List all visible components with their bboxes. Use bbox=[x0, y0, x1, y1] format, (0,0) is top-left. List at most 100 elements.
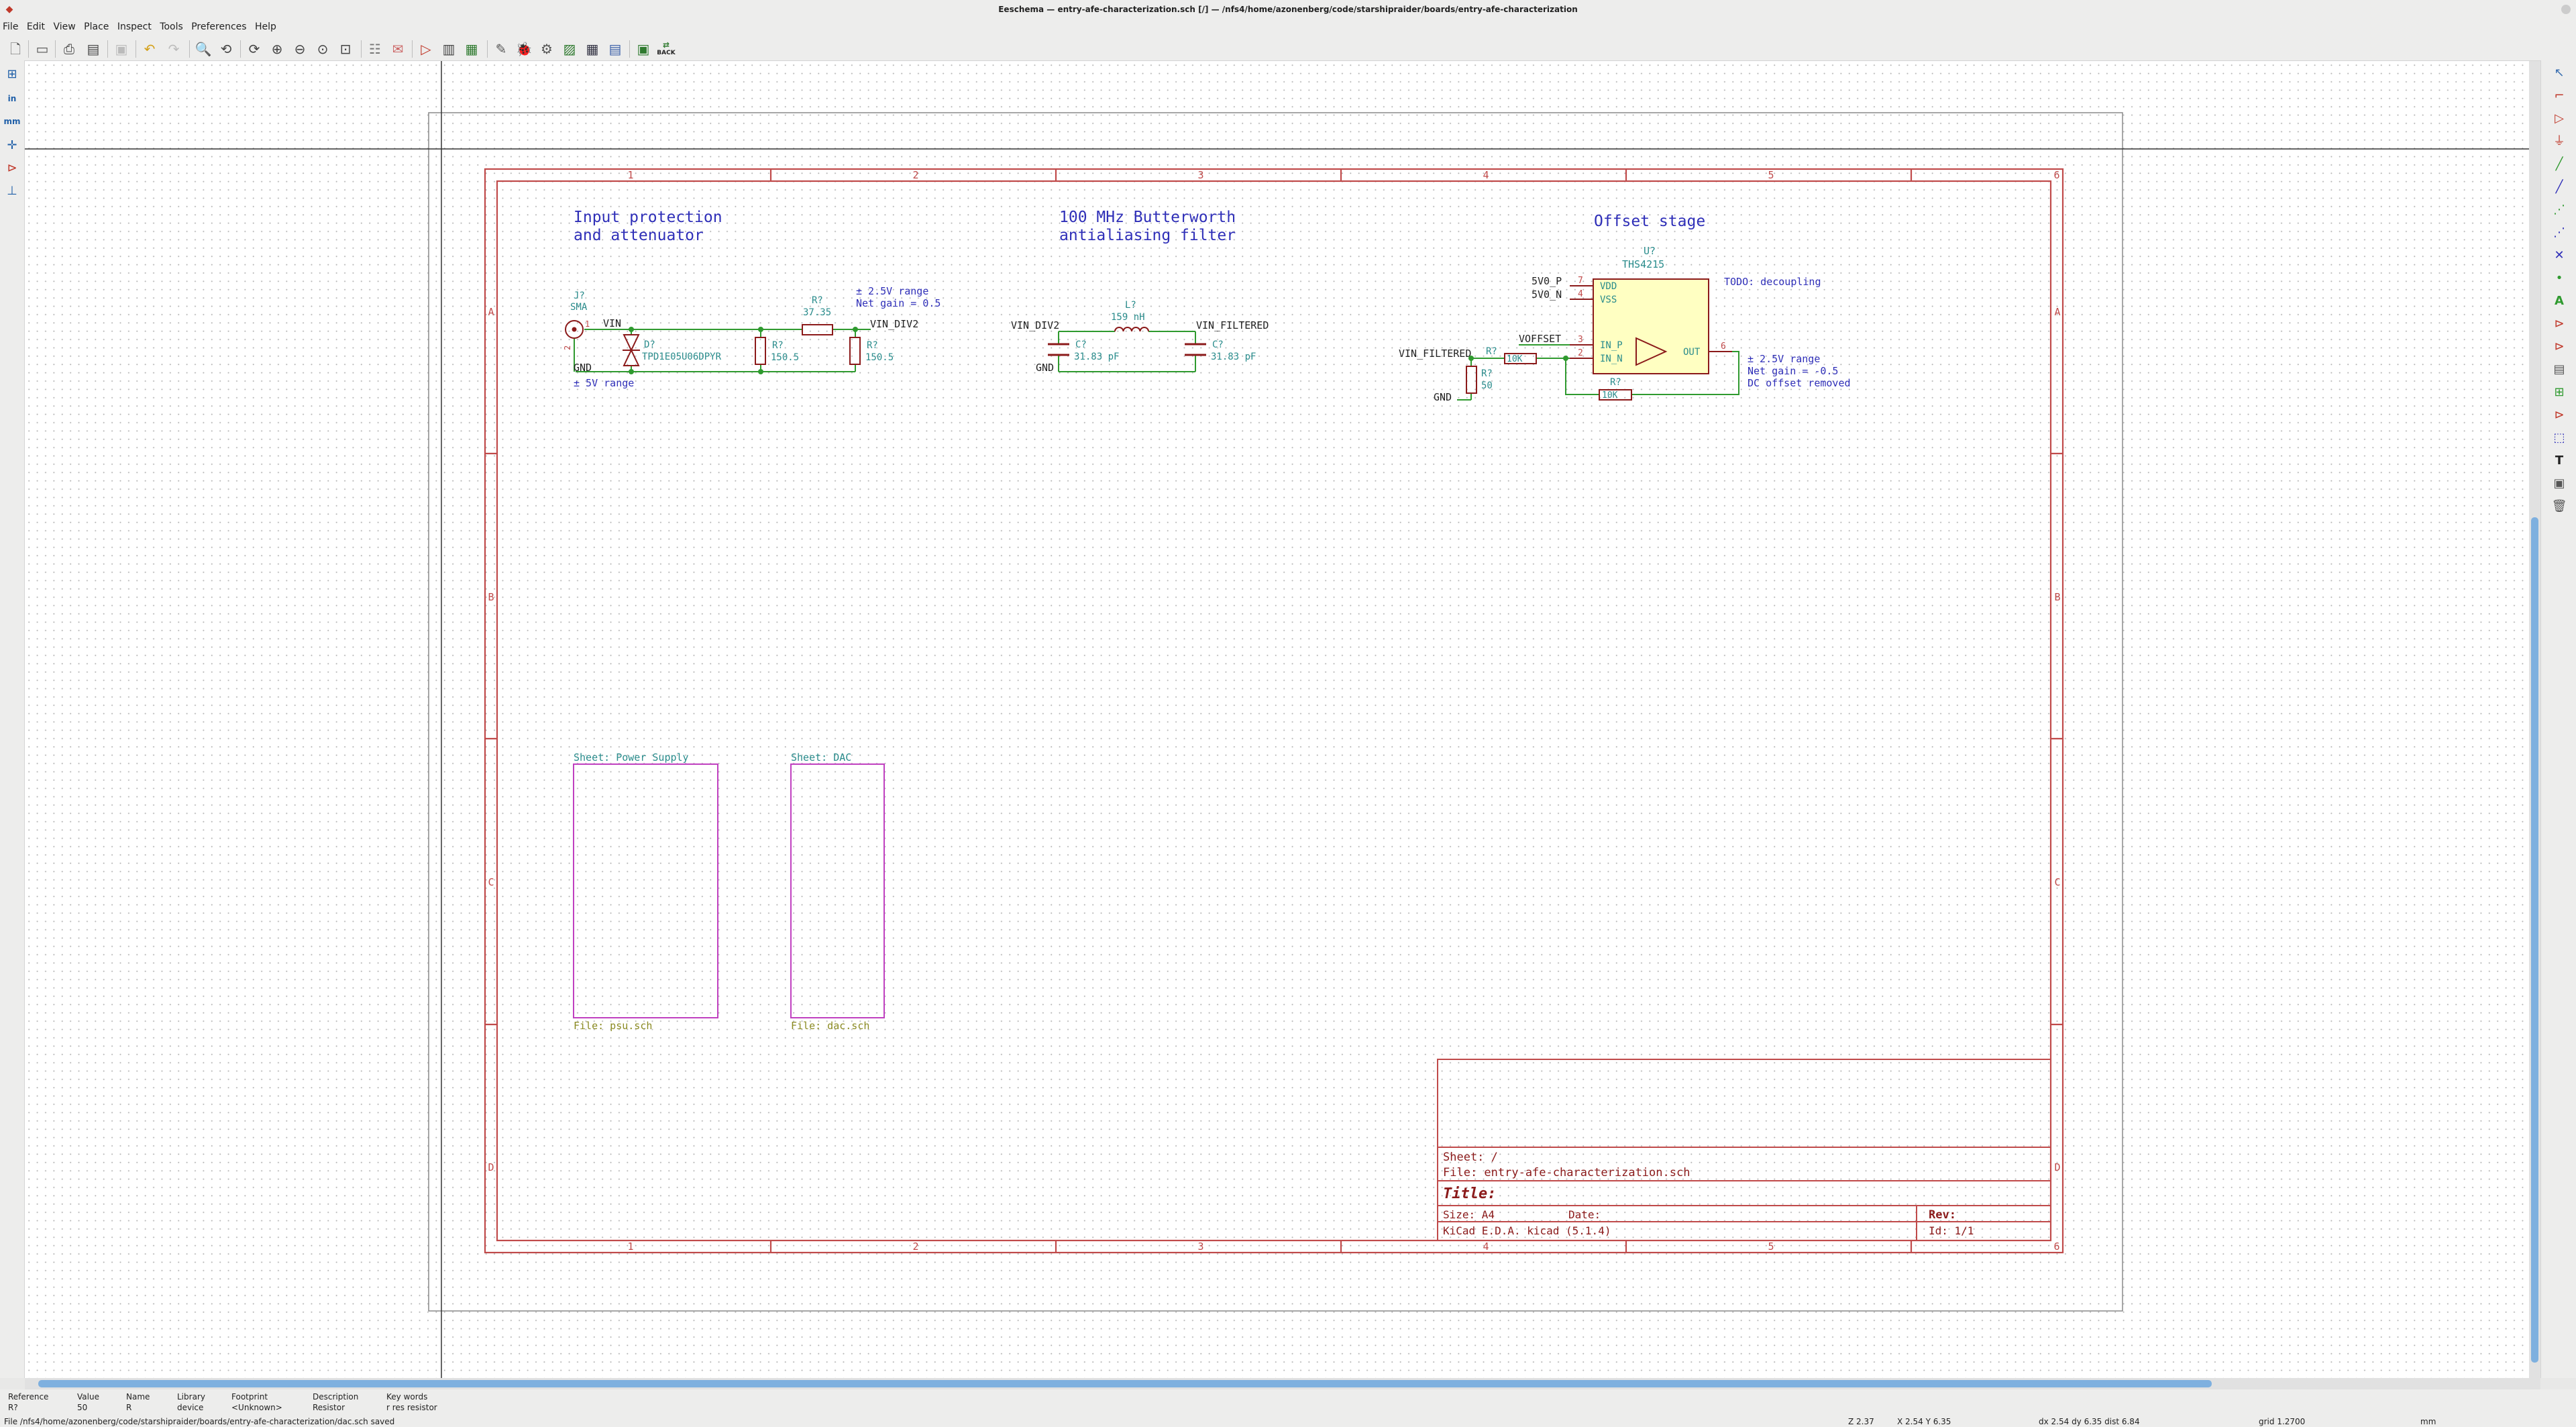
zoom-selection-icon[interactable]: ⊡ bbox=[339, 41, 352, 57]
sheet-dac[interactable]: Sheet: DAC File: dac.sch bbox=[790, 751, 885, 1032]
add-symbol-icon[interactable]: ▷ bbox=[2555, 111, 2564, 125]
net-label-voffset: VOFFSET bbox=[1519, 333, 1561, 345]
undo-icon[interactable]: ↶ bbox=[144, 41, 156, 57]
shunt-resistor-1-symbol[interactable] bbox=[755, 337, 766, 365]
filter-title-line1: 100 MHz Butterworth bbox=[1059, 209, 1236, 226]
delete-tool-icon[interactable]: 🗑 bbox=[2551, 499, 2567, 513]
r-in-ref: R? bbox=[1486, 346, 1497, 357]
cursor-shape-icon[interactable]: ✛ bbox=[7, 138, 17, 152]
sheet-dac-box[interactable] bbox=[790, 763, 885, 1018]
title-block-title: Title: bbox=[1443, 1185, 1496, 1202]
add-sheet-icon[interactable]: ▤ bbox=[2553, 362, 2565, 376]
add-sheet-pin-icon[interactable]: ⊳ bbox=[2554, 408, 2565, 422]
schematic-canvas[interactable]: 1 2 3 4 5 6 1 2 3 4 5 6 A B C D A B C D … bbox=[25, 61, 2529, 1378]
shunt-resistor-2-symbol[interactable] bbox=[849, 337, 861, 365]
page-settings-icon[interactable]: ▭ bbox=[36, 41, 49, 57]
wire-to-bus-entry-icon[interactable]: ⋰ bbox=[2553, 203, 2565, 217]
grid-toggle-icon[interactable]: ⊞ bbox=[7, 67, 17, 81]
refresh-icon[interactable]: ⟳ bbox=[248, 41, 260, 57]
sma-connector-symbol[interactable] bbox=[565, 320, 584, 339]
leave-sheet-icon[interactable]: ✉ bbox=[392, 41, 404, 57]
back-annotate-button[interactable]: ⇄BACK bbox=[657, 40, 676, 56]
input-resistor-symbol[interactable] bbox=[1504, 353, 1537, 364]
hierarchy-navigator-icon[interactable]: ☷ bbox=[369, 41, 381, 57]
symbol-browser-icon[interactable]: ▥ bbox=[442, 41, 455, 57]
add-hier-label-icon[interactable]: ⊳ bbox=[2554, 339, 2565, 354]
edit-fields-icon[interactable]: ▤ bbox=[608, 41, 622, 57]
add-image-icon[interactable]: ▣ bbox=[2553, 476, 2565, 490]
bus-to-bus-entry-icon[interactable]: ⋰ bbox=[2553, 225, 2565, 240]
menu-tools[interactable]: Tools bbox=[160, 21, 183, 32]
sheet-power-supply[interactable]: Sheet: Power Supply File: psu.sch bbox=[573, 751, 718, 1032]
symbol-editor-icon[interactable]: ▷ bbox=[421, 41, 431, 57]
select-arrow-icon[interactable]: ↖ bbox=[2554, 66, 2565, 80]
window-title: Eeschema — entry-afe-characterization.sc… bbox=[998, 5, 1578, 14]
vertical-scrollbar[interactable] bbox=[2529, 61, 2540, 1378]
pin-num-vdd: 7 bbox=[1578, 276, 1583, 286]
r-shunt1-value: 150.5 bbox=[771, 352, 799, 363]
new-sheet-icon[interactable]: 🗋 bbox=[9, 41, 21, 57]
add-label-icon[interactable]: A bbox=[2555, 294, 2564, 308]
capacitor-2-symbol[interactable] bbox=[1185, 343, 1206, 356]
assign-footprints-icon[interactable]: ⚙ bbox=[541, 41, 553, 57]
termination-resistor-symbol[interactable] bbox=[1466, 366, 1477, 394]
series-resistor-symbol[interactable] bbox=[802, 324, 833, 335]
paste-icon[interactable]: ▣ bbox=[115, 41, 128, 57]
sheet-power-supply-box[interactable] bbox=[573, 763, 718, 1018]
redo-icon[interactable]: ↷ bbox=[168, 41, 180, 57]
window-titlebar: ◆ Eeschema — entry-afe-characterization.… bbox=[0, 0, 2576, 19]
col-label-bottom-6: 6 bbox=[2053, 1240, 2059, 1253]
highlight-net-icon[interactable]: ⌐ bbox=[2554, 89, 2565, 103]
menu-preferences[interactable]: Preferences bbox=[191, 21, 247, 32]
no-connect-icon[interactable]: ✕ bbox=[2554, 248, 2565, 262]
vertical-scroll-thumb[interactable] bbox=[2531, 517, 2538, 1363]
menu-place[interactable]: Place bbox=[84, 21, 109, 32]
zoom-out-icon[interactable]: ⊖ bbox=[294, 41, 306, 57]
find-icon[interactable]: 🔍 bbox=[195, 41, 212, 57]
netlist-icon[interactable]: ▨ bbox=[563, 41, 576, 57]
horizontal-scroll-thumb[interactable] bbox=[38, 1380, 2212, 1387]
row-label-right-b: B bbox=[2054, 591, 2060, 603]
inductor-symbol[interactable] bbox=[1114, 327, 1149, 332]
row-label-left-b: B bbox=[488, 591, 494, 603]
net-label-vin-div2-out: VIN_DIV2 bbox=[870, 318, 918, 330]
find-replace-icon[interactable]: ⟲ bbox=[220, 41, 232, 57]
back-annotate-icon: ⇄ bbox=[662, 40, 670, 50]
add-text-icon[interactable]: T bbox=[2555, 454, 2564, 468]
units-mm-icon[interactable]: mm bbox=[3, 117, 21, 126]
c1-value: 31.83 pF bbox=[1074, 352, 1119, 362]
menu-file[interactable]: File bbox=[3, 21, 19, 32]
menu-edit[interactable]: Edit bbox=[26, 21, 46, 32]
units-inch-icon[interactable]: in bbox=[7, 94, 17, 103]
import-sheet-pin-icon[interactable]: ⊞ bbox=[2554, 385, 2565, 399]
add-bus-icon[interactable]: ╱ bbox=[2555, 180, 2563, 194]
menu-view[interactable]: View bbox=[53, 21, 76, 32]
menu-help[interactable]: Help bbox=[255, 21, 276, 32]
horizontal-scrollbar[interactable] bbox=[25, 1378, 2540, 1389]
plot-icon[interactable]: ▤ bbox=[87, 41, 100, 57]
add-wire-icon[interactable]: ╱ bbox=[2555, 157, 2563, 171]
hidden-pins-icon[interactable]: ⊳ bbox=[7, 161, 17, 175]
add-global-label-icon[interactable]: ⊳ bbox=[2554, 317, 2565, 331]
menu-inspect[interactable]: Inspect bbox=[117, 21, 152, 32]
add-junction-icon[interactable]: • bbox=[2555, 271, 2563, 285]
feedback-resistor-symbol[interactable] bbox=[1599, 389, 1632, 401]
title-block-tool: KiCad E.D.A. kicad (5.1.4) bbox=[1443, 1224, 1611, 1237]
annotate-icon[interactable]: ✎ bbox=[495, 41, 507, 57]
offset-note-gain: Net gain = -0.5 bbox=[1748, 365, 1838, 377]
r-fb-ref: R? bbox=[1610, 377, 1621, 388]
tvs-diode-symbol[interactable] bbox=[623, 334, 640, 366]
bom-icon[interactable]: ▦ bbox=[586, 41, 599, 57]
wire-angle-icon[interactable]: ⊥ bbox=[7, 184, 17, 198]
offset-stage-block: Offset stage U? THS4215 TODO: decoupling… bbox=[1399, 213, 1851, 403]
capacitor-1-symbol[interactable] bbox=[1048, 343, 1069, 356]
window-close-icon[interactable] bbox=[2561, 5, 2571, 14]
add-power-icon[interactable]: ⏚ bbox=[2553, 134, 2565, 148]
print-icon[interactable]: ⎙ bbox=[64, 41, 74, 57]
zoom-fit-icon[interactable]: ⊙ bbox=[317, 41, 329, 57]
erc-icon[interactable]: 🐞 bbox=[515, 41, 533, 57]
zoom-in-icon[interactable]: ⊕ bbox=[271, 41, 283, 57]
pcbnew-icon[interactable]: ▣ bbox=[637, 41, 650, 57]
footprint-editor-icon[interactable]: ▦ bbox=[465, 41, 478, 57]
add-graphic-line-icon[interactable]: ⬚ bbox=[2553, 431, 2565, 445]
